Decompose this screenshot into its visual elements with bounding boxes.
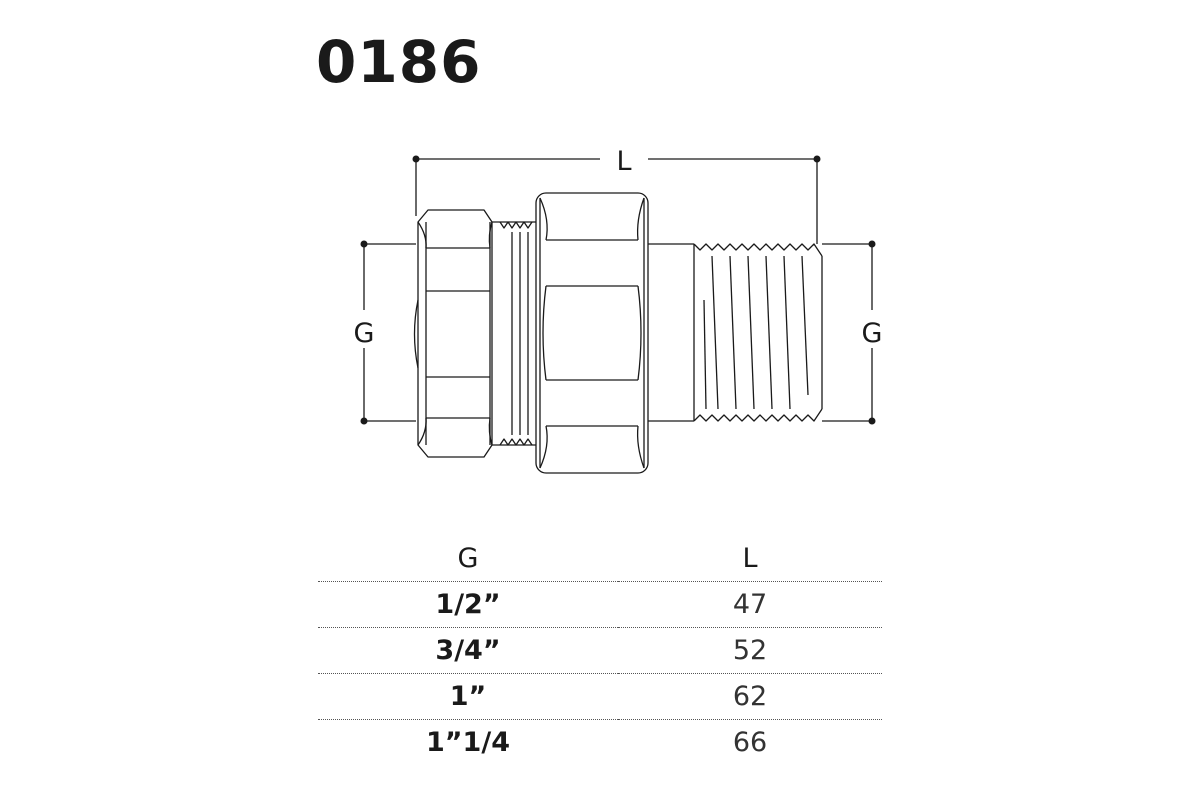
table-row: 3/4” 52 [318, 627, 882, 674]
left-diameter-label: G [354, 318, 375, 349]
length-dimension [415, 158, 818, 244]
product-code-title: 0186 [316, 28, 482, 96]
length-l-cell: 66 [732, 727, 768, 758]
size-g-cell: 1/2” [318, 581, 618, 628]
left-diameter-dimension [363, 243, 416, 422]
table-header-row: G L [318, 536, 882, 582]
length-l-cell: 52 [618, 627, 882, 674]
right-diameter-dimension [822, 243, 873, 422]
length-label: L [616, 146, 631, 177]
left-hex-nut [413, 209, 493, 458]
middle-thread-section [492, 221, 536, 446]
column-header-g: G [318, 536, 618, 582]
size-g-cell: 3/4” [318, 627, 618, 674]
table-row: 1” 62 [318, 673, 882, 720]
length-l-cell: 47 [618, 581, 882, 628]
central-hex-nut [535, 192, 649, 474]
column-header-l: L [618, 536, 882, 582]
dimensions-table: G L 1/2” 47 3/4” 52 1” 62 1”1/4 66 [318, 536, 882, 765]
size-g-cell: 1” [318, 673, 618, 720]
table-row: 1/2” 47 [318, 581, 882, 628]
male-thread-end [648, 243, 823, 422]
fitting-technical-drawing: L G G [354, 146, 883, 474]
table-row: 1”1/4 66 [318, 720, 882, 766]
dimension-end-dots [360, 155, 876, 425]
length-l-cell: 62 [618, 673, 882, 720]
size-g-cell: 1”1/4 [426, 727, 510, 758]
right-diameter-label: G [862, 318, 883, 349]
